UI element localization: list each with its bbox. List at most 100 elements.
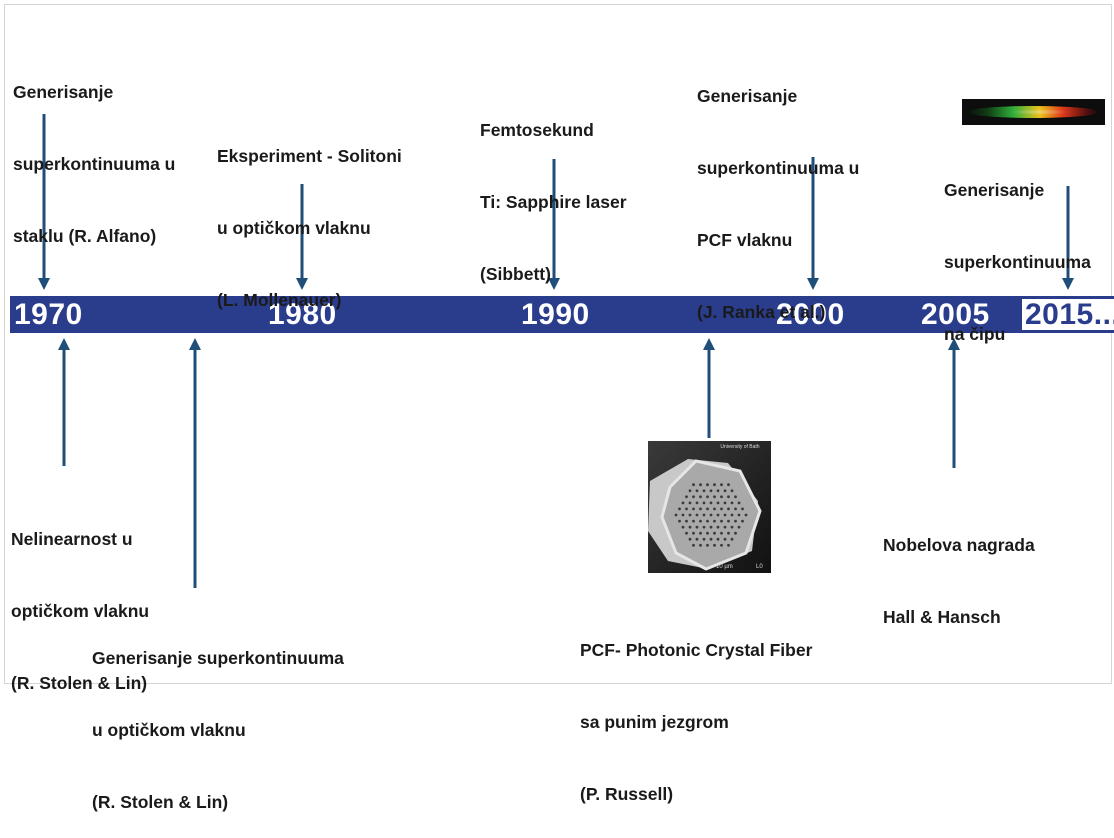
year-2015: 2015... [1025, 298, 1114, 331]
event-russell-line: PCF- Photonic Crystal Fiber [580, 640, 813, 660]
fiber-scale: 10 µm [716, 564, 733, 570]
fiber-hole [685, 507, 688, 511]
fiber-hole [688, 525, 692, 529]
fiber-hole [674, 513, 678, 517]
fiber-hole [713, 531, 716, 535]
fiber-hole [723, 537, 727, 541]
event-russell: PCF- Photonic Crystal Fiber sa punim jez… [580, 590, 812, 830]
fiber-hole [727, 507, 730, 511]
fiber-hole [692, 519, 695, 523]
year-2005: 2005 [921, 298, 990, 331]
event-stolen-supercontinuum-line: u optičkom vlaknu [92, 720, 246, 740]
fiber-hole [699, 507, 702, 511]
fiber-hole [741, 519, 744, 523]
fiber-hole [692, 495, 695, 499]
arrow-down-sibbett [548, 159, 560, 290]
fiber-hole [720, 543, 723, 547]
fiber-hole [713, 543, 716, 547]
event-nobel-line: Nobelova nagrada [883, 535, 1035, 555]
fiber-hole [720, 531, 723, 535]
fiber-hole [695, 537, 699, 541]
event-ranka-line: PCF vlaknu [697, 230, 793, 250]
fiber-hole [734, 507, 737, 511]
fiber-hole [699, 483, 702, 487]
event-sibbett: Femtosekund Ti: Sapphire laser (Sibbett) [480, 70, 627, 310]
fiber-hole [699, 519, 702, 523]
fiber-hole [709, 501, 713, 505]
fiber-hole [702, 501, 706, 505]
diagram-frame [4, 4, 1112, 684]
fiber-hole [702, 537, 706, 541]
fiber-hole [706, 531, 709, 535]
fiber-hole [702, 513, 706, 517]
fiber-hole [723, 513, 727, 517]
fiber-hole [737, 501, 741, 505]
event-mollenauer-line: (L. Mollenauer) [217, 290, 342, 310]
fiber-hole [681, 525, 685, 529]
fiber-hole [727, 483, 730, 487]
fiber-hole [734, 519, 737, 523]
year-2000: 2000 [776, 298, 845, 331]
fiber-hole [727, 531, 730, 535]
fiber-hole [688, 537, 692, 541]
fiber-hole [709, 525, 713, 529]
fiber-scale-right: L0 [756, 564, 763, 570]
event-mollenauer-line: u optičkom vlaknu [217, 218, 371, 238]
fiber-hole [723, 501, 727, 505]
timeline-bar [10, 296, 1114, 333]
arrow-down-alfano [38, 114, 50, 290]
arrow-down-chip [1062, 186, 1074, 290]
event-chip-line: superkontinuuma [944, 252, 1091, 272]
event-ranka-line: superkontinuuma u [697, 158, 860, 178]
fiber-hole [699, 543, 702, 547]
fiber-hole [737, 525, 741, 529]
year-1980: 1980 [268, 298, 337, 331]
fiber-hole [713, 519, 716, 523]
fiber-hole [716, 513, 720, 517]
year-1990: 1990 [521, 298, 590, 331]
fiber-hole [713, 507, 716, 511]
fiber-hole [695, 501, 699, 505]
fiber-hole [706, 543, 709, 547]
fiber-hole [730, 489, 734, 493]
event-stolen-nonlinearity-line: optičkom vlaknu [11, 601, 150, 621]
fiber-hole [692, 543, 695, 547]
fiber-hole [688, 513, 692, 517]
fiber-hole [716, 501, 720, 505]
fiber-hole [727, 519, 730, 523]
fiber-hole [727, 495, 730, 499]
fiber-hole [678, 507, 681, 511]
event-alfano-line: Generisanje [13, 82, 114, 102]
fiber-hole [734, 531, 737, 535]
event-russell-line: (P. Russell) [580, 784, 674, 804]
fiber-hole [737, 513, 741, 517]
fiber-hole [730, 513, 734, 517]
fiber-hole [709, 489, 713, 493]
event-sibbett-line: Femtosekund [480, 120, 594, 140]
fiber-hole [692, 531, 695, 535]
arrow-down-mollenauer [296, 184, 308, 290]
arrow-up-stolen-nonlinearity [58, 338, 70, 466]
event-stolen-nonlinearity-line: Nelinearnost u [11, 529, 133, 549]
fiber-hole [730, 537, 734, 541]
fiber-hole [699, 531, 702, 535]
fiber-hole [702, 525, 706, 529]
fiber-hole [716, 537, 720, 541]
fiber-hole [692, 483, 695, 487]
fiber-hole [681, 513, 685, 517]
fiber-hole [730, 525, 734, 529]
fiber-hole [685, 531, 688, 535]
fiber-hole [706, 483, 709, 487]
fiber-hole [685, 495, 688, 499]
fiber-hole [713, 495, 716, 499]
event-nobel: Nobelova nagrada Hall & Hansch [883, 485, 1035, 653]
event-mollenauer-line: Eksperiment - Solitoni [217, 146, 402, 166]
event-stolen-supercontinuum-line: Generisanje superkontinuuma [92, 648, 344, 668]
arrow-down-ranka [807, 157, 819, 290]
event-alfano-line: superkontinuuma u [13, 154, 176, 174]
fiber-hole [699, 495, 702, 499]
event-alfano: Generisanje superkontinuuma u staklu (R.… [13, 32, 175, 272]
arrow-up-stolen-supercontinuum [189, 338, 201, 588]
fiber-hole [678, 519, 681, 523]
supercontinuum-spectrum-image [962, 99, 1105, 125]
